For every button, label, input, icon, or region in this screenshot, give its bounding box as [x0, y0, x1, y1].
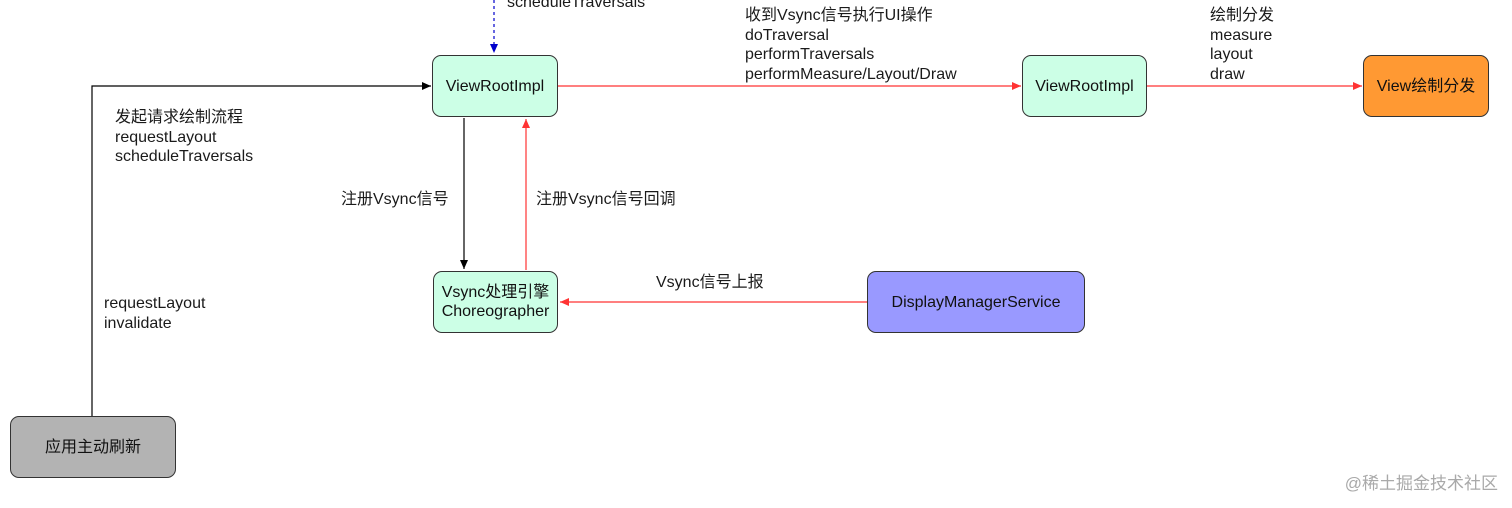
label-schedule-traversals-top: scheduleTraversals: [507, 0, 646, 11]
label-vsync-ui-line-3: performTraversals: [745, 46, 875, 63]
choreographer-label-line-2: Choreographer: [441, 303, 550, 320]
node-choreographer: Vsync处理引擎 Choreographer: [433, 271, 558, 333]
label-vsync-ui-line-4: performMeasure/Layout/Draw: [745, 65, 957, 83]
label-register-vsync-callback: 注册Vsync信号回调: [536, 191, 676, 208]
watermark: @稀土掘金技术社区: [1344, 474, 1498, 493]
label-app-triggers-line-1: requestLayout: [104, 295, 206, 312]
node-viewrootimpl-second: ViewRootImpl: [1022, 55, 1147, 117]
label-vsync-report: Vsync信号上报: [656, 274, 764, 291]
label-register-vsync: 注册Vsync信号: [341, 191, 449, 208]
edge-app-to-viewrootimpl: [91, 82, 431, 416]
label-vsync-ui-operation: 收到Vsync信号执行UI操作 doTraversal performTrave…: [745, 6, 957, 84]
label-app-request-line-3: scheduleTraversals: [115, 148, 254, 165]
label-draw-dispatch-line-3: layout: [1210, 46, 1253, 63]
node-app-refresh: 应用主动刷新: [10, 416, 176, 478]
label-draw-dispatch-line-4: draw: [1210, 65, 1245, 83]
node-view-draw-dispatch: View绘制分发: [1363, 55, 1489, 117]
label-app-triggers-line-2: invalidate: [104, 314, 172, 332]
node-viewrootimpl-main: ViewRootImpl: [432, 55, 558, 117]
label-app-request: 发起请求绘制流程 requestLayout scheduleTraversal…: [115, 108, 253, 167]
label-app-request-line-1: 发起请求绘制流程: [115, 109, 244, 126]
label-app-triggers: requestLayout invalidate: [104, 294, 205, 333]
choreographer-label-line-1: Vsync处理引擎: [441, 284, 550, 301]
label-draw-dispatch: 绘制分发 measure layout draw: [1210, 6, 1274, 84]
label-app-request-line-2: requestLayout: [115, 128, 217, 146]
label-vsync-ui-line-1: 收到Vsync信号执行UI操作: [745, 7, 933, 24]
label-vsync-ui-line-2: doTraversal: [745, 26, 829, 44]
node-display-manager-service: DisplayManagerService: [867, 271, 1085, 333]
label-draw-dispatch-line-2: measure: [1210, 26, 1273, 44]
label-draw-dispatch-line-1: 绘制分发: [1210, 7, 1275, 24]
